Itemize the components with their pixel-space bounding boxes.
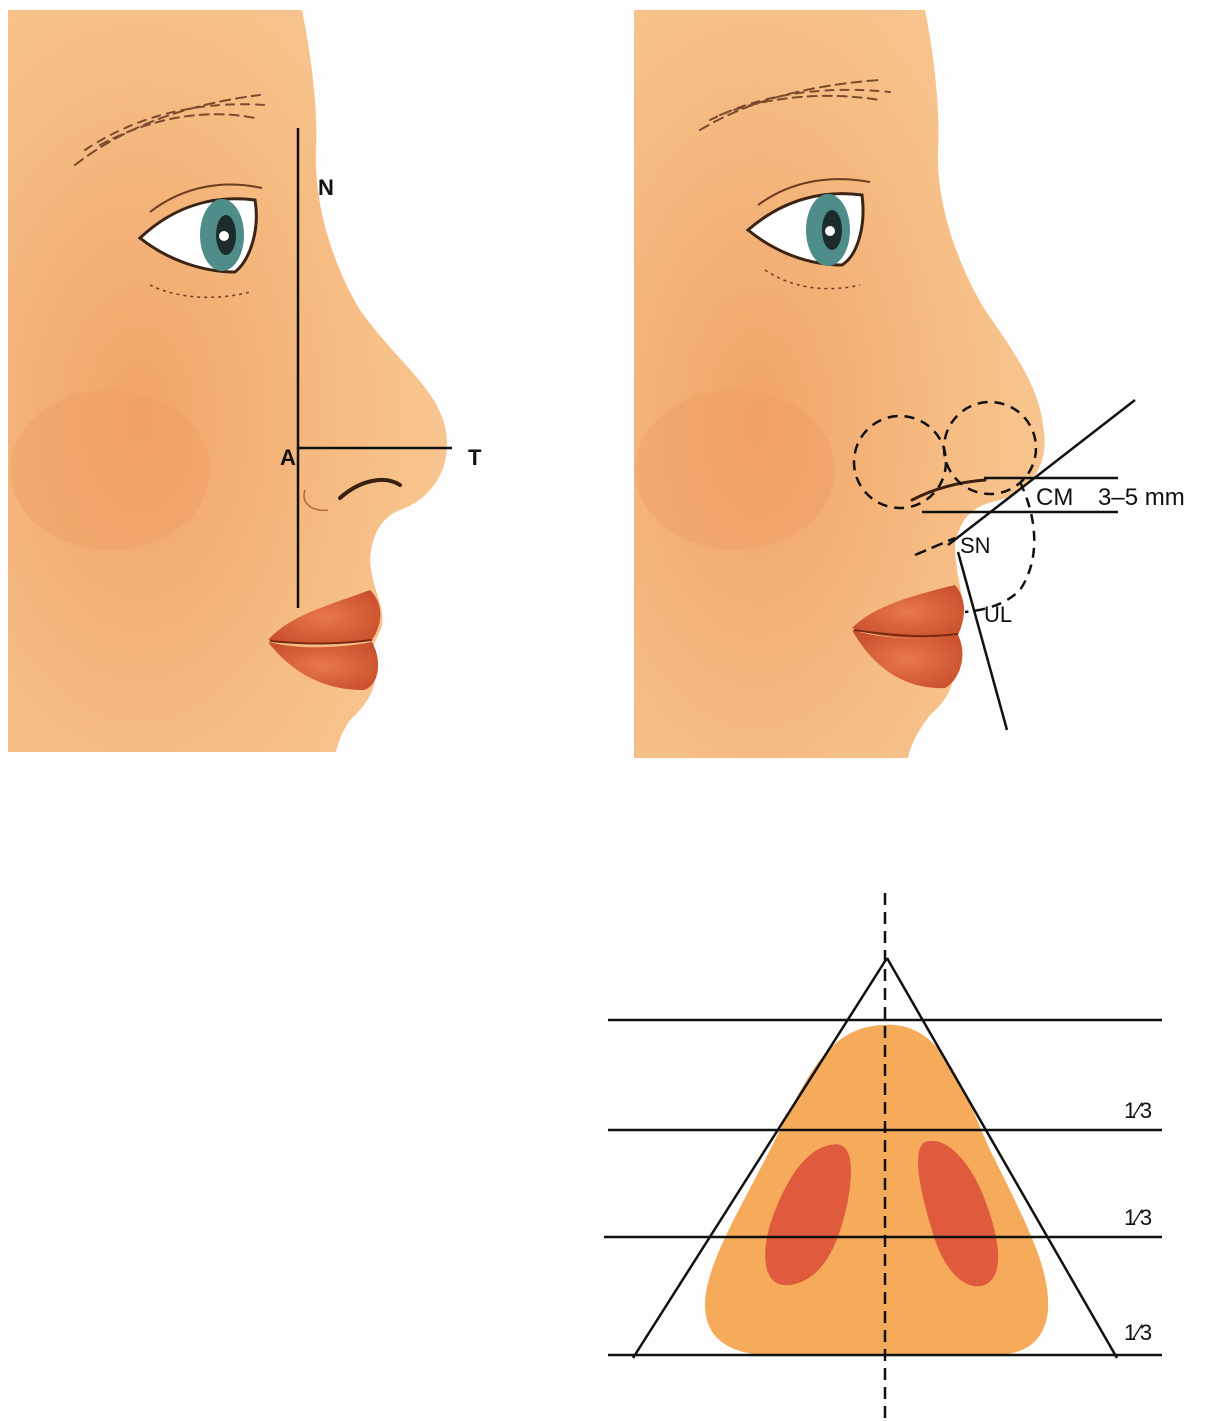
label-third-3: 1⁄3 xyxy=(1124,1320,1152,1345)
label-third-1: 1⁄3 xyxy=(1124,1098,1152,1123)
cheek-shadow xyxy=(635,390,835,550)
label-third-2: 1⁄3 xyxy=(1124,1205,1152,1230)
panel-c-basal-view: 1⁄3 1⁄3 1⁄3 xyxy=(604,893,1162,1421)
label-sn: SN xyxy=(960,533,991,558)
panel-b-profile: CM 3–5 mm SN UL xyxy=(634,10,1185,758)
cheek-shadow xyxy=(10,390,210,550)
label-ul: UL xyxy=(984,602,1012,627)
panel-a-profile: N A T xyxy=(8,10,482,752)
label-cm: CM xyxy=(1036,484,1073,511)
label-n: N xyxy=(318,175,334,200)
label-a: A xyxy=(280,445,296,470)
label-t: T xyxy=(468,445,482,470)
label-show: 3–5 mm xyxy=(1098,484,1185,511)
face-silhouette xyxy=(8,10,447,752)
nose-base xyxy=(705,1025,1048,1355)
